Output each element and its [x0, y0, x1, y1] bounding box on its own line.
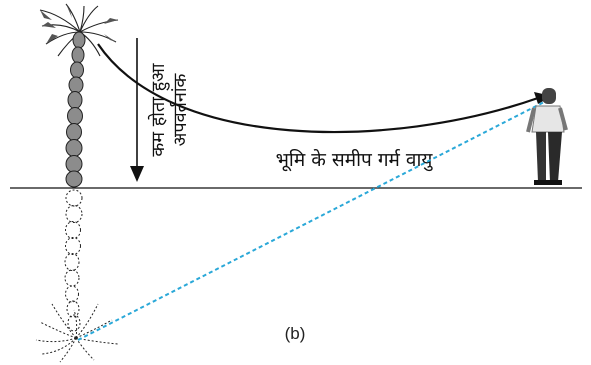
- line-of-sight: [77, 99, 549, 341]
- inverted-tree-image: [35, 189, 119, 363]
- palm-trunk: [65, 31, 86, 188]
- label-hot-air-near-ground: भूमि के समीप गर्म वायु: [276, 148, 434, 172]
- palm-leaflets: [40, 4, 118, 44]
- palm-fronds: [39, 3, 119, 57]
- label-refractive-index: अपवर्तनांक: [169, 72, 191, 146]
- palm-tree: [39, 3, 119, 188]
- label-decreasing: कम होता हुआ: [147, 63, 170, 157]
- light-ray-curve: [97, 43, 539, 134]
- refractive-index-arrow: [130, 38, 144, 182]
- figure-caption: (b): [285, 324, 306, 343]
- observer-person: [526, 88, 568, 185]
